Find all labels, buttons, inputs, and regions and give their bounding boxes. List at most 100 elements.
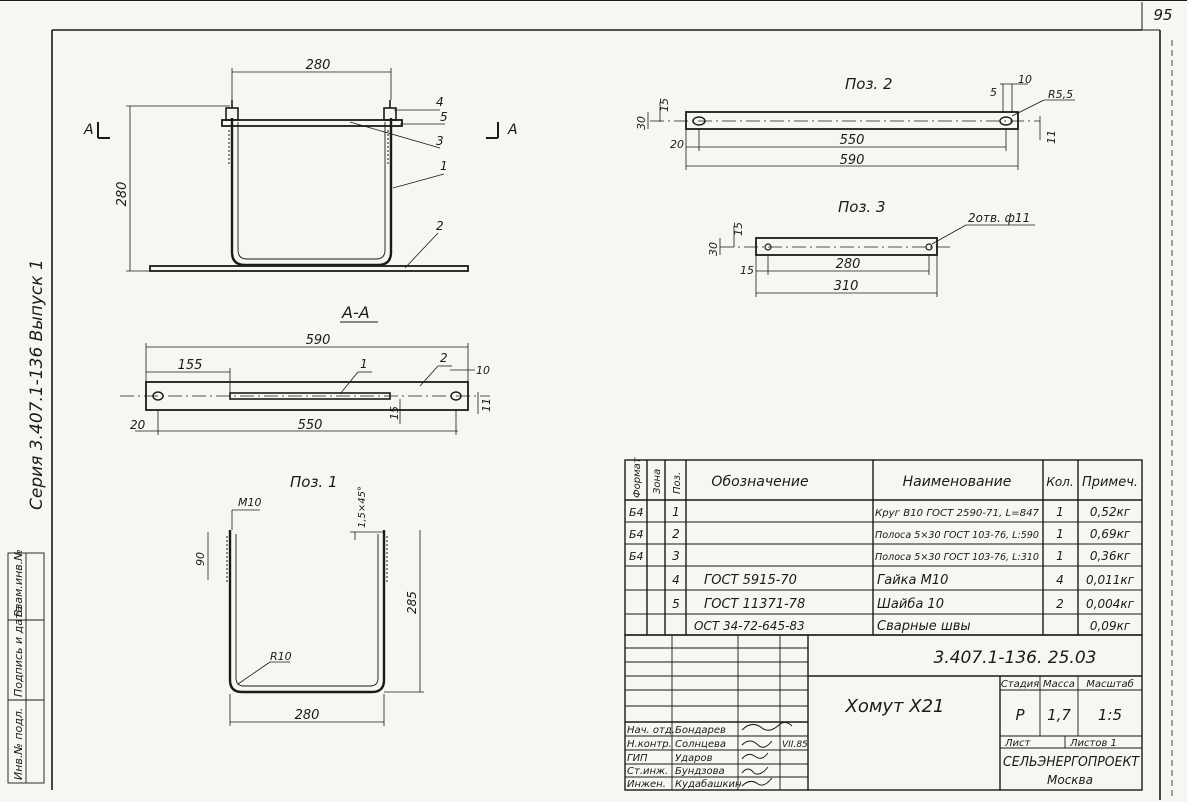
row4-qty: 4 bbox=[1056, 573, 1064, 587]
spec-header-zone: Зона bbox=[652, 469, 663, 494]
sheet-label: Лист bbox=[1004, 738, 1032, 749]
section-callout-2: 2 bbox=[440, 351, 448, 365]
main-dim-width: 280 bbox=[306, 58, 331, 73]
callout-4: 4 bbox=[436, 95, 444, 109]
table-row: ОСТ 34-72-645-83 Сварные швы 0,09кг bbox=[694, 619, 1131, 634]
stamp-sign-date: Подпись и дата bbox=[12, 606, 25, 697]
date-note: VII.85 bbox=[782, 740, 808, 750]
section-dim-155: 155 bbox=[178, 358, 203, 373]
table-row: 5 ГОСТ 11371-78 Шайба 10 2 0,004кг bbox=[672, 597, 1134, 612]
stage-value: Р bbox=[1015, 706, 1025, 724]
staff-role-5: Инжен. bbox=[627, 779, 666, 790]
row5-pos: 5 bbox=[672, 597, 680, 611]
row2-qty: 1 bbox=[1056, 527, 1064, 541]
pos1-chamfer: 1,5×45° bbox=[357, 486, 368, 528]
main-dim-height: 280 bbox=[115, 182, 130, 207]
pos1-radius: R10 bbox=[270, 650, 292, 663]
mass-label: Масса bbox=[1043, 679, 1075, 690]
main-view: 280 280 А А 4 5 3 1 2 bbox=[83, 58, 518, 272]
pos3-dim-15-horiz: 15 bbox=[740, 264, 754, 277]
row6-designation: ОСТ 34-72-645-83 bbox=[694, 619, 805, 633]
scale-label: Масштаб bbox=[1086, 678, 1134, 690]
row3-name: Полоса 5×30 ГОСТ 103-76, L:310 bbox=[875, 552, 1039, 563]
org-city: Москва bbox=[1047, 773, 1093, 787]
table-row: Б4 3 Полоса 5×30 ГОСТ 103-76, L:310 1 0,… bbox=[629, 549, 1131, 563]
staff-row: Ст.инж. Бундзова bbox=[627, 766, 725, 777]
pos2-dim-550: 550 bbox=[840, 133, 865, 148]
pos2-dim-20: 20 bbox=[670, 138, 684, 151]
table-row: Б4 1 Круг В10 ГОСТ 2590-71, L=847 1 0,52… bbox=[629, 505, 1131, 519]
staff-name-3: Ударов bbox=[675, 753, 713, 764]
signature-3 bbox=[741, 752, 769, 760]
pos3-dim-310: 310 bbox=[834, 279, 859, 294]
row4-pos: 4 bbox=[672, 573, 680, 587]
section-dim-590: 590 bbox=[306, 333, 331, 348]
staff-row: ГИП Ударов bbox=[627, 753, 713, 764]
row4-name: Гайка М10 bbox=[877, 573, 948, 588]
row5-designation: ГОСТ 11371-78 bbox=[704, 597, 805, 612]
spec-header-qty: Кол. bbox=[1046, 475, 1073, 489]
row1-qty: 1 bbox=[1056, 505, 1064, 519]
row3-pos: 3 bbox=[672, 549, 680, 563]
scale-value: 1:5 bbox=[1098, 706, 1122, 724]
pos2-view: Поз. 2 10 5 R5,5 15 30 11 20 550 590 bbox=[635, 73, 1075, 170]
staff-row: Инжен. Кудабашкин bbox=[627, 778, 742, 790]
staff-row: Нач. отд. Бондарев bbox=[627, 725, 726, 736]
pos2-dim-15: 15 bbox=[658, 98, 671, 112]
row5-qty: 2 bbox=[1056, 597, 1064, 611]
section-dim-10: 10 bbox=[476, 364, 490, 377]
signature-2 bbox=[741, 740, 773, 748]
row4-note: 0,011кг bbox=[1086, 573, 1135, 587]
pos3-holes: 2отв. ф11 bbox=[968, 211, 1030, 225]
pos3-dim-30: 30 bbox=[707, 242, 720, 256]
org-name: СЕЛЬЭНЕРГОПРОЕКТ bbox=[1003, 755, 1140, 770]
pos3-view: Поз. 3 2отв. ф11 15 30 15 280 310 bbox=[707, 198, 1035, 297]
spec-header-pos: Поз. bbox=[672, 472, 683, 494]
row2-note: 0,69кг bbox=[1090, 527, 1131, 541]
row2-pos: 2 bbox=[672, 527, 680, 541]
row2-name: Полоса 5×30 ГОСТ 103-76, L:590 bbox=[875, 530, 1039, 541]
callout-5: 5 bbox=[440, 110, 448, 124]
row5-note: 0,004кг bbox=[1086, 597, 1135, 611]
section-dim-20: 20 bbox=[130, 418, 146, 432]
section-dim-15: 15 bbox=[388, 406, 401, 420]
row6-name: Сварные швы bbox=[877, 619, 971, 634]
row1-name: Круг В10 ГОСТ 2590-71, L=847 bbox=[875, 508, 1040, 519]
staff-role-2: Н.контр. bbox=[627, 739, 672, 750]
pos2-dim-5: 5 bbox=[990, 86, 997, 99]
doc-code: 3.407.1-136. 25.03 bbox=[934, 648, 1097, 668]
sheets-label: Листов 1 bbox=[1069, 738, 1117, 749]
staff-role-1: Нач. отд. bbox=[627, 725, 675, 736]
row1-note: 0,52кг bbox=[1090, 505, 1131, 519]
spec-header-designation: Обозначение bbox=[711, 474, 808, 490]
stamp-replace-inv: Взам.инв.№ bbox=[12, 549, 25, 617]
mass-value: 1,7 bbox=[1047, 706, 1071, 724]
pos3-title: Поз. 3 bbox=[838, 198, 886, 216]
title-block: 3.407.1-136. 25.03 Хомут Х21 Стадия Масс… bbox=[624, 634, 1143, 791]
pos3-dim-280: 280 bbox=[836, 257, 861, 272]
signature-4 bbox=[741, 766, 769, 775]
staff-name-4: Бундзова bbox=[675, 766, 725, 777]
row3-format: Б4 bbox=[629, 550, 644, 563]
stamp-inv-orig: Инв.№ подл. bbox=[12, 708, 25, 780]
callout-3: 3 bbox=[436, 134, 444, 148]
row1-format: Б4 bbox=[629, 506, 644, 519]
section-mark-left: А bbox=[83, 122, 94, 138]
pos1-dim-280: 280 bbox=[295, 708, 320, 723]
signature-1 bbox=[741, 721, 793, 731]
side-stamp: Взам.инв.№ Подпись и дата Инв.№ подл. bbox=[7, 549, 45, 784]
row5-name: Шайба 10 bbox=[877, 597, 944, 612]
section-view: А-А 590 155 20 550 15 10 11 1 2 bbox=[120, 303, 493, 435]
staff-name-1: Бондарев bbox=[675, 725, 726, 736]
row6-note: 0,09кг bbox=[1090, 619, 1131, 633]
row3-note: 0,36кг bbox=[1090, 549, 1131, 563]
product-name: Хомут Х21 bbox=[844, 696, 944, 717]
staff-name-2: Солнцева bbox=[675, 739, 726, 750]
spec-table: Формат Зона Поз. Обозначение Наименовани… bbox=[624, 456, 1143, 636]
table-row: 4 ГОСТ 5915-70 Гайка М10 4 0,011кг bbox=[672, 573, 1134, 588]
pos1-dim-90: 90 bbox=[194, 552, 207, 566]
pos1-thread: М10 bbox=[238, 496, 262, 509]
pos1-dim-285: 285 bbox=[405, 591, 419, 614]
